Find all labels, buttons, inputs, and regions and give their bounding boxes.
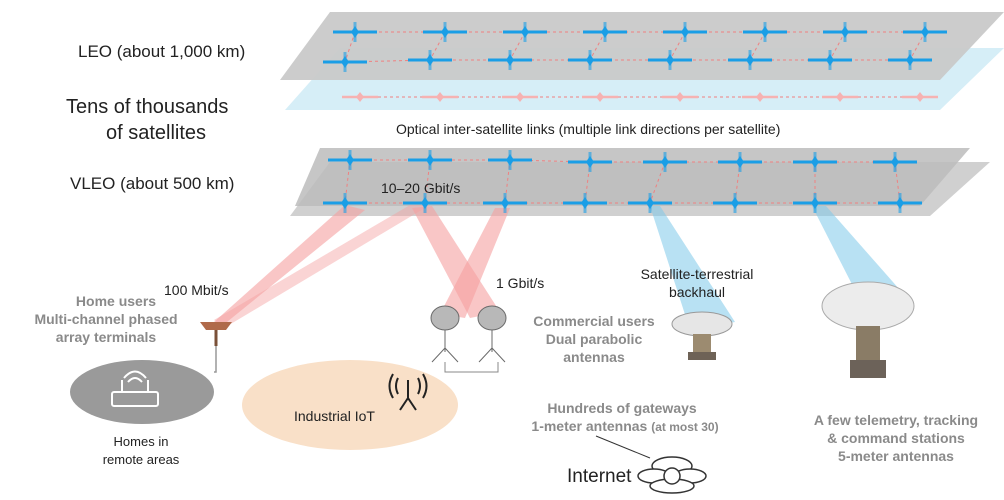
ttc-label-line1: A few telemetry, tracking (813, 412, 979, 428)
iot-label: Industrial IoT (294, 408, 375, 424)
optical-links-label: Optical inter-satellite links (multiple … (396, 121, 781, 137)
wifi-router-icon (111, 370, 159, 407)
homes-label-line2: remote areas (102, 452, 180, 467)
gateways-limit: (at most 30) (651, 420, 719, 434)
commercial-title-line3: antennas (563, 349, 625, 365)
commercial-rate-label: 1 Gbit/s (496, 275, 545, 291)
constellation-label-line1: Tens of thousands (66, 96, 229, 118)
phased-array-antenna-icon (200, 322, 232, 346)
homes-label-line1: Homes in (113, 434, 169, 449)
ttc-label-line3: 5-meter antennas (838, 448, 954, 464)
cloud-network-icon (595, 435, 707, 494)
backhaul-label-line1: Satellite-terrestrial (640, 266, 754, 282)
iot-ellipse (242, 360, 458, 450)
home-link-beam (214, 205, 365, 326)
gateways-label-line1: Hundreds of gateways (547, 400, 697, 416)
gateways-size: 1-meter antennas (531, 418, 652, 434)
commercial-title-line1: Commercial users (533, 313, 655, 329)
home-cable (214, 346, 217, 373)
ground-station-dish-icon (821, 281, 915, 378)
vleo-label: VLEO (about 500 km) (70, 174, 235, 193)
constellation-label-line2: of satellites (106, 122, 207, 144)
gateways-label-line2: 1-meter antennas (at most 30) (520, 418, 730, 434)
isl-rate-label: 10–20 Gbit/s (381, 180, 461, 196)
backhaul-beam (650, 206, 735, 330)
commercial-link-beam (412, 206, 500, 318)
backhaul-label-line2: backhaul (668, 284, 726, 300)
vleo-plane-front (295, 148, 970, 206)
ground-station-dish-icon (671, 311, 733, 360)
ttc-label-line2: & command stations (827, 430, 965, 446)
ttc-beam (812, 206, 900, 300)
commercial-title-line2: Dual parabolic (545, 331, 643, 347)
internet-label: Internet (567, 466, 632, 487)
home-title-line3: array terminals (55, 329, 157, 345)
home-link-beam-2 (214, 205, 430, 328)
home-title-line1: Home users (75, 293, 157, 309)
leo-plane-front (280, 12, 1004, 80)
commercial-link-beam-2 (440, 208, 510, 318)
home-title-line2: Multi-channel phased (34, 311, 178, 327)
home-rate-label: 100 Mbit/s (164, 282, 229, 298)
iot-antenna-icon (388, 373, 428, 411)
parabolic-antenna-icon (430, 305, 507, 363)
leo-label: LEO (about 1,000 km) (78, 42, 246, 61)
